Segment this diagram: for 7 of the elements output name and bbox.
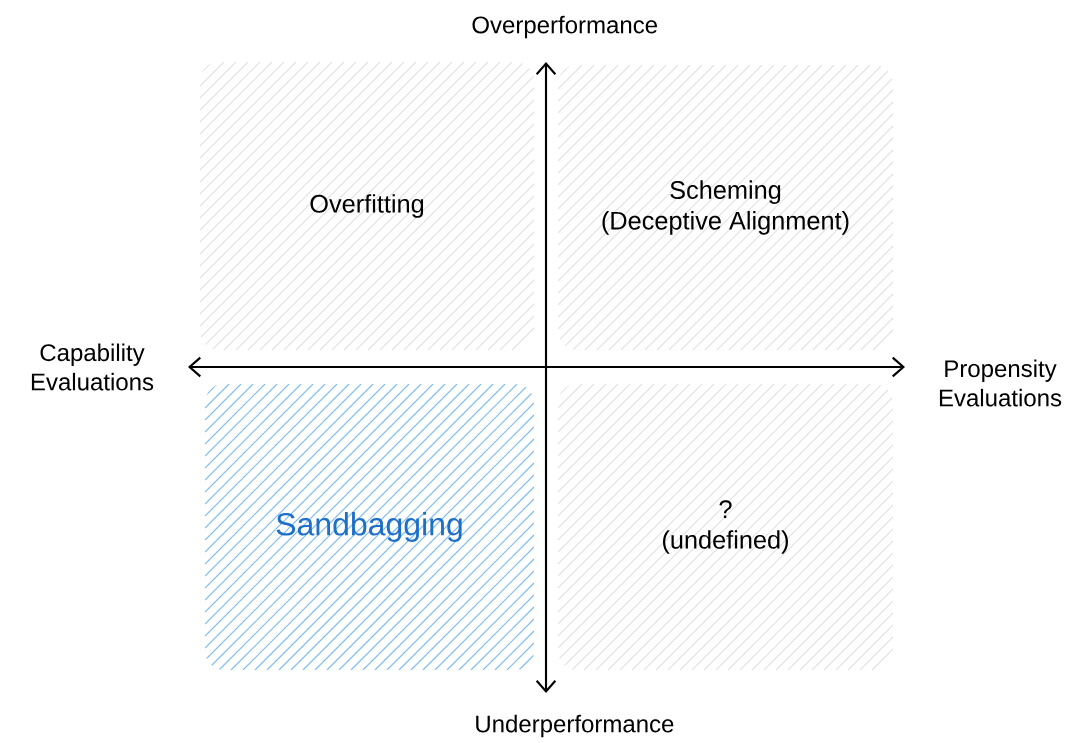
quadrant-box: Scheming (Deceptive Alignment) xyxy=(558,65,893,350)
quadrant-box: Overfitting xyxy=(200,62,534,350)
quadrant-box: ? (undefined) xyxy=(558,384,893,670)
axis-label: Propensity Evaluations xyxy=(939,359,1062,407)
axis-label: Underperformance xyxy=(476,714,674,738)
axis-label: Overperformance xyxy=(472,15,657,39)
axis-label: Capability Evaluations xyxy=(31,343,154,391)
